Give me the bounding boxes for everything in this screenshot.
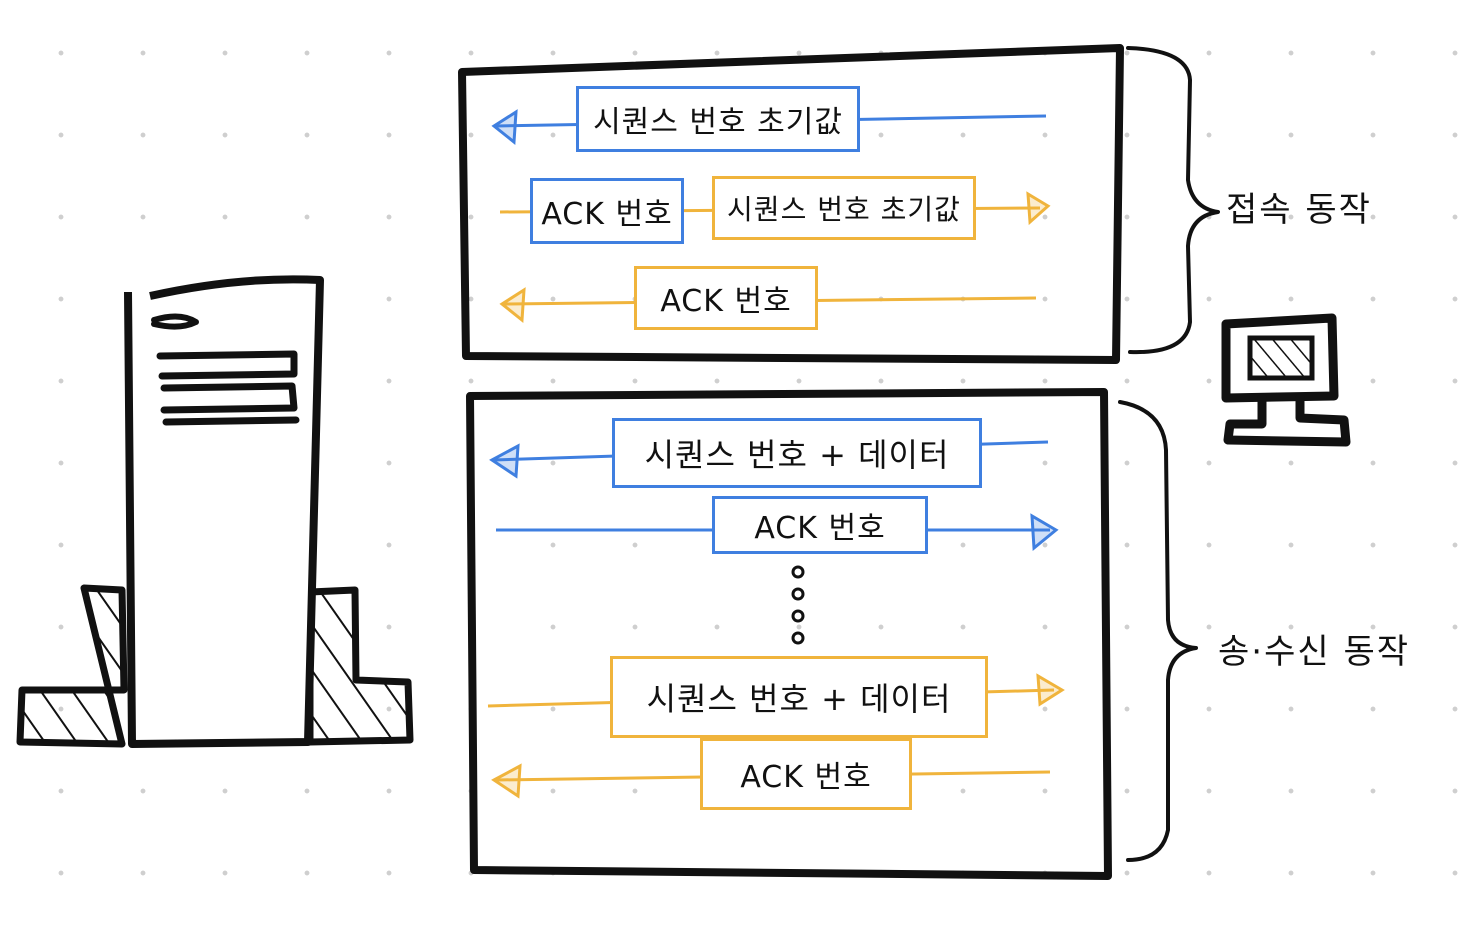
server-tower-icon <box>16 275 414 748</box>
msg-6-label: 시퀀스 번호 + 데이터 <box>610 656 988 738</box>
connection-phase-brace <box>1126 46 1220 355</box>
server-body <box>124 275 324 748</box>
msg-5-label: ACK 번호 <box>712 496 928 554</box>
server-right-foot <box>306 586 414 746</box>
transfer-phase-brace <box>1118 400 1198 862</box>
transfer-phase-frame <box>466 388 1112 880</box>
connection-phase-frame <box>458 44 1124 364</box>
msg-7-label: ACK 번호 <box>700 738 912 810</box>
server-slot <box>151 313 199 330</box>
connection-phase-label: 접속 동작 <box>1226 190 1372 230</box>
msg-2-label-seq: 시퀀스 번호 초기값 <box>712 176 976 240</box>
msg-4-label: 시퀀스 번호 + 데이터 <box>612 418 982 488</box>
server-drive-bay-1 <box>156 350 298 380</box>
monitor-screen <box>1247 335 1315 381</box>
transfer-phase-label: 송·수신 동작 <box>1218 632 1411 672</box>
server-drive-bay-3 <box>162 416 300 426</box>
continuation-dots <box>791 565 805 645</box>
msg-1-label: 시퀀스 번호 초기값 <box>576 86 860 152</box>
computer-stand <box>1223 393 1351 447</box>
desktop-computer-icon <box>1221 313 1351 447</box>
msg-3-label: ACK 번호 <box>634 266 818 330</box>
server-drive-bay-2 <box>160 382 298 414</box>
msg-2-label-ack: ACK 번호 <box>530 178 684 244</box>
server-left-foot <box>16 584 128 748</box>
